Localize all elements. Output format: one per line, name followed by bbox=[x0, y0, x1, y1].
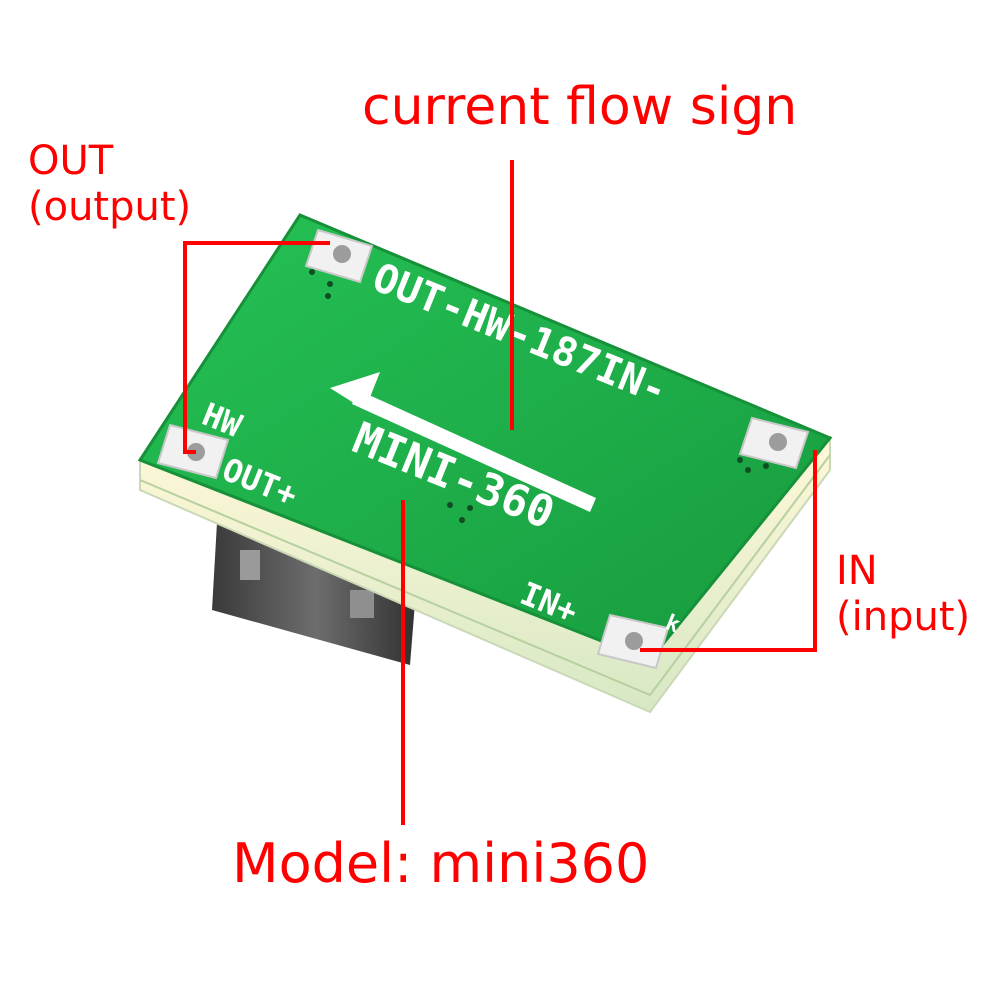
vias bbox=[309, 269, 769, 523]
out-callout-subtitle: (output) bbox=[28, 184, 192, 230]
in-callout-title: IN bbox=[836, 548, 878, 594]
out-callout: OUT (output) bbox=[28, 138, 191, 230]
out-leader-line bbox=[183, 241, 330, 454]
in-callout-subtitle: (input) bbox=[836, 594, 971, 640]
pad-holes bbox=[187, 245, 787, 650]
current-flow-arrow bbox=[330, 372, 596, 512]
model-callout: Model: mini360 bbox=[232, 832, 650, 895]
out-callout-title: OUT bbox=[28, 138, 114, 184]
callout-lines bbox=[183, 160, 817, 825]
in-leader-line bbox=[640, 450, 817, 652]
in-callout: IN (input) bbox=[836, 548, 970, 640]
current-flow-callout: current flow sign bbox=[362, 77, 798, 137]
